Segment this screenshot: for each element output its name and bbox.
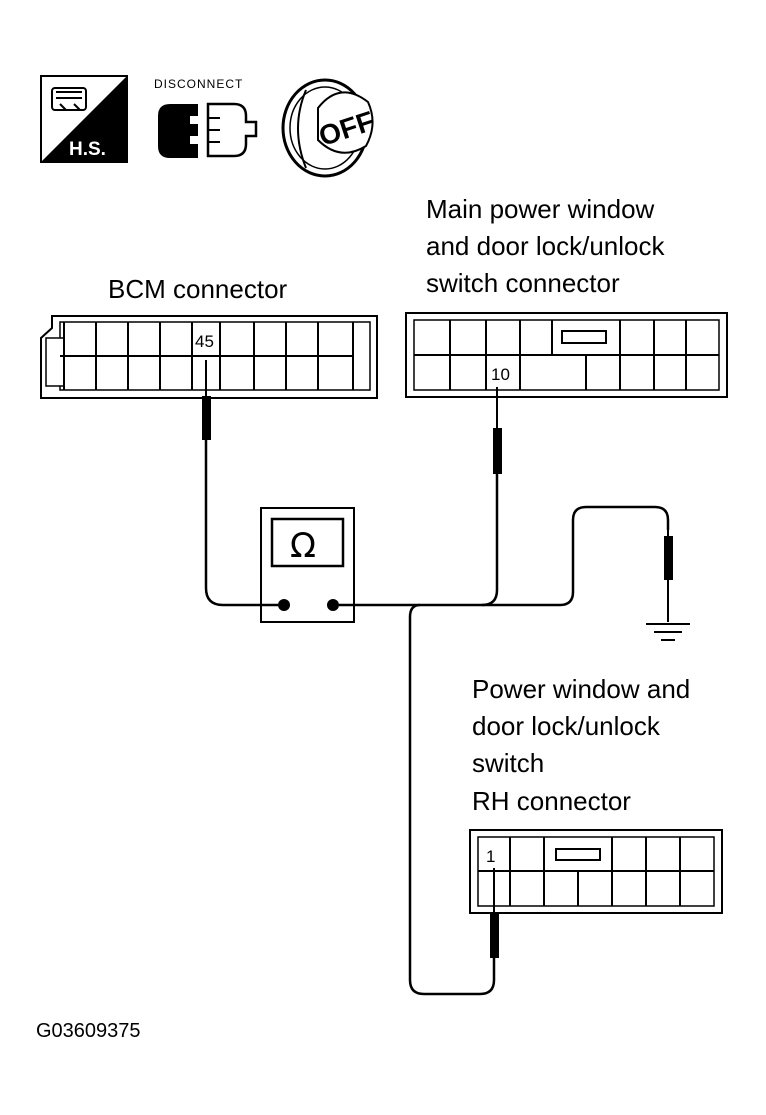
main-switch-label: Main power window and door lock/unlock s… — [426, 194, 665, 298]
hs-icon: H.S. — [40, 75, 128, 163]
main-switch-label-line-2: and door lock/unlock — [426, 231, 665, 261]
rh-switch-connector: 1 — [469, 829, 723, 914]
ohmmeter: Ω — [260, 507, 355, 623]
rh-switch-probe — [408, 603, 499, 996]
disconnect-label: DISCONNECT — [154, 77, 243, 91]
meter-terminal-right — [327, 599, 339, 611]
bcm-connector: 45 — [40, 315, 378, 399]
rh-switch-pin-label: 1 — [486, 847, 495, 866]
bcm-pin-label: 45 — [195, 332, 214, 351]
ignition-off-icon: OFF — [281, 78, 378, 178]
ohm-symbol: Ω — [290, 526, 316, 566]
rh-switch-label-line-1: Power window and — [472, 674, 690, 704]
main-switch-pin-label: 10 — [491, 365, 510, 384]
bcm-connector-label: BCM connector — [108, 274, 288, 304]
figure-code: G03609375 — [36, 1020, 141, 1042]
meter-terminal-left — [278, 599, 290, 611]
main-switch-probe — [481, 387, 502, 607]
disconnect-icon: DISCONNECT — [154, 77, 258, 158]
hs-label: H.S. — [69, 139, 106, 160]
rh-switch-label-line-4: RH connector — [472, 786, 631, 816]
bcm-probe — [202, 360, 278, 607]
main-switch-connector: 10 — [405, 312, 728, 398]
main-switch-label-line-1: Main power window — [426, 194, 655, 224]
main-switch-label-line-3: switch connector — [426, 268, 620, 298]
rh-switch-label-line-2: door lock/unlock — [472, 711, 661, 741]
rh-switch-label: Power window and door lock/unlock switch… — [472, 674, 690, 816]
rh-switch-label-line-3: switch — [472, 748, 544, 778]
ground-icon — [646, 623, 690, 641]
common-wire — [339, 505, 673, 622]
